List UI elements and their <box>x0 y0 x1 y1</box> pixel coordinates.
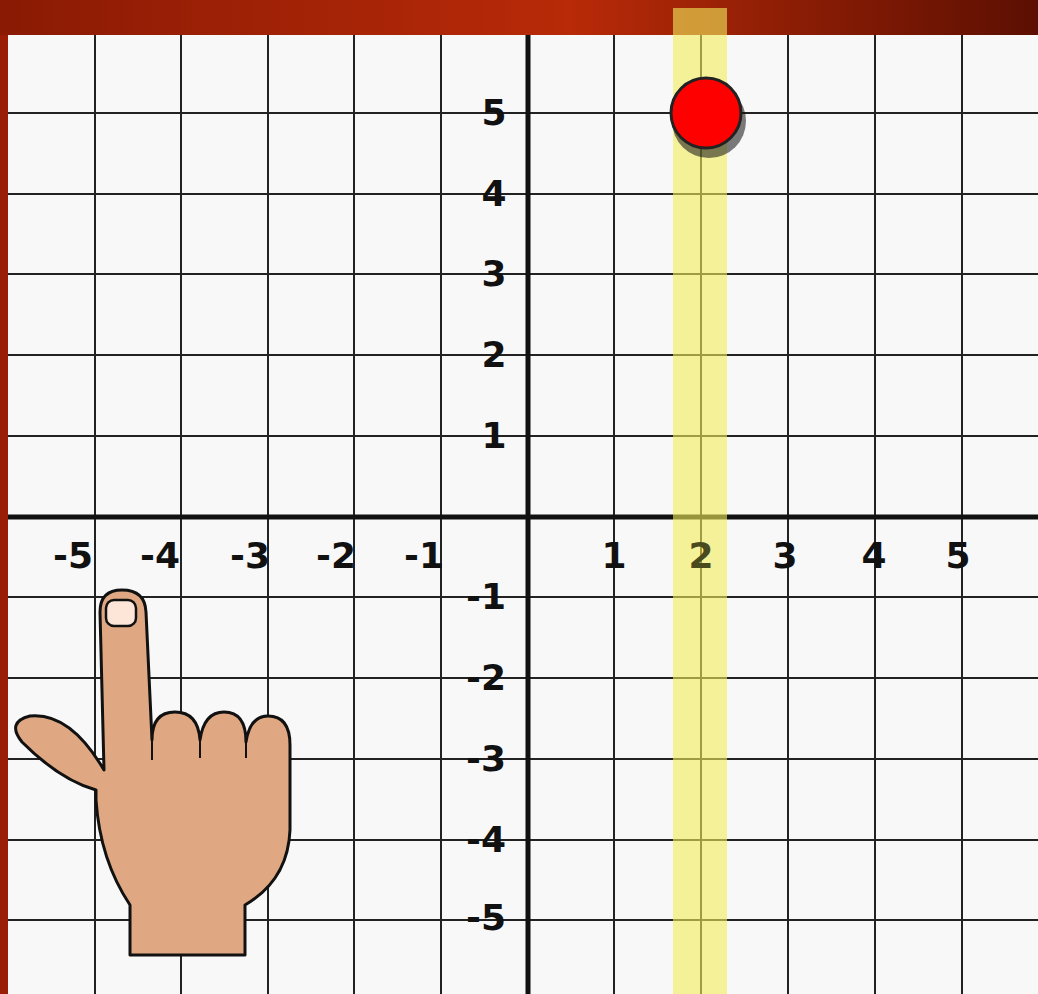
grid-line <box>8 435 1038 437</box>
y-axis-number: 2 <box>481 337 506 373</box>
top-bar <box>0 0 1038 35</box>
y-axis-number: -3 <box>466 741 506 777</box>
grid-line <box>8 112 1038 114</box>
y-axis-number: 1 <box>481 418 506 454</box>
grid-line <box>8 273 1038 275</box>
y-axis-number: -2 <box>466 660 506 696</box>
y-axis-number: 4 <box>481 176 506 212</box>
x-axis-number: -1 <box>404 538 444 574</box>
y-axis-number: 5 <box>481 95 506 131</box>
pointing-hand <box>16 590 290 955</box>
x-axis <box>8 515 1038 520</box>
y-axis-number: 3 <box>481 256 506 292</box>
x-axis-number: -5 <box>53 538 93 574</box>
y-axis-number: -4 <box>466 822 506 858</box>
grid-lines <box>8 35 1038 994</box>
y-axis-number: -5 <box>466 900 506 936</box>
x-axis-number: -2 <box>316 538 356 574</box>
x-axis-number: 3 <box>772 538 797 574</box>
x-axis-number: 4 <box>861 538 886 574</box>
red-point <box>671 78 741 148</box>
grid-line <box>8 193 1038 195</box>
x-axis-number: 2 <box>688 538 713 574</box>
x-axis-number: 1 <box>601 538 626 574</box>
x-axis-number: 5 <box>945 538 970 574</box>
x-axis-number: -3 <box>230 538 270 574</box>
grid-ground <box>8 35 1038 994</box>
x-axis-number: -4 <box>140 538 180 574</box>
grid-line <box>8 354 1038 356</box>
grid-line <box>8 677 1038 679</box>
grid-line <box>8 596 1038 598</box>
y-axis-number: -1 <box>466 579 506 615</box>
